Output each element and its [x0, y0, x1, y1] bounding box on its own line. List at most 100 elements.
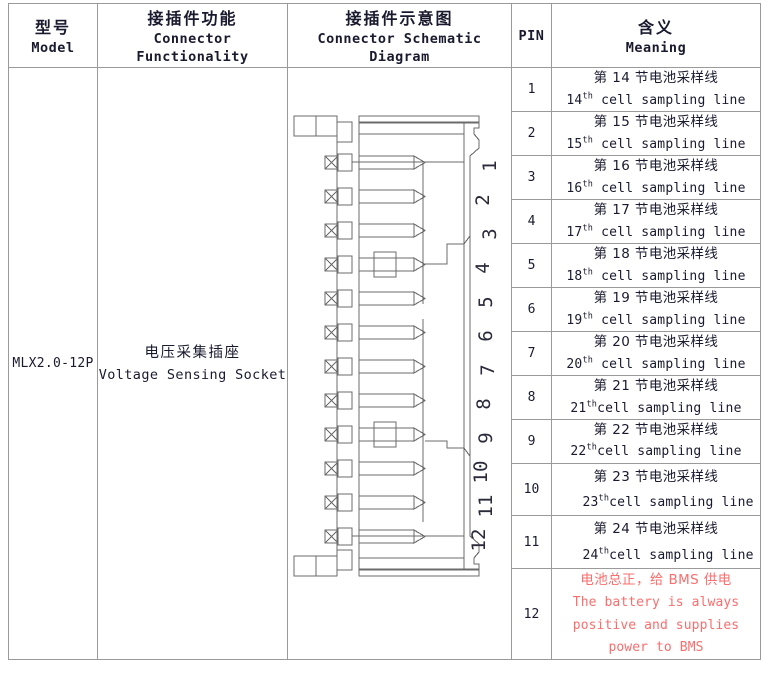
meaning-zh: 第 24 节电池采样线	[593, 521, 719, 538]
pin-row-4	[323, 243, 464, 278]
meaning-en-num: 21	[570, 400, 587, 416]
header-schematic-en: Connector Schematic Diagram	[317, 30, 482, 66]
diagram-pin-label-6: 6	[475, 330, 497, 341]
meaning-en: 14th cell sampling line	[552, 90, 760, 111]
table-header-row: 型号 Model 接插件功能 Connector Functionality 接…	[8, 2, 761, 69]
pin-row-2	[323, 187, 426, 206]
meaning-cell: 第 18 节电池采样线 18th cell sampling line	[551, 243, 761, 288]
meaning-en-rest: cell sampling line	[597, 444, 742, 460]
meaning-zh: 电池总正，给 BMS 供电	[580, 572, 732, 589]
meaning-en-sup: th	[598, 494, 610, 505]
diagram-pin-label-5: 5	[475, 296, 497, 307]
meaning-en: 22thcell sampling line	[552, 441, 760, 462]
pin-number: 1	[511, 67, 552, 113]
meaning-en: 17th cell sampling line	[552, 222, 760, 243]
meaning-en-num: 18	[566, 268, 583, 284]
header-connector-schematic: 接插件示意图 Connector Schematic Diagram	[287, 2, 512, 69]
diagram-pin-label-4: 4	[472, 262, 494, 273]
meaning-cell: 第 15 节电池采样线 15th cell sampling line	[551, 111, 761, 157]
meaning-en-num: 20	[566, 356, 583, 372]
diagram-pin-label-12: 12	[468, 528, 490, 551]
meaning-cell: 第 24 节电池采样线 24thcell sampling line	[551, 515, 761, 570]
diagram-pin-label-10: 10	[470, 460, 492, 483]
header-pin: PIN	[511, 2, 552, 69]
header-meaning: 含义 Meaning	[551, 2, 761, 69]
meaning-en: The battery is always positive and suppl…	[572, 595, 740, 656]
meaning-en-sup: th	[582, 355, 594, 366]
meaning-en-rest: cell sampling line	[593, 224, 746, 240]
meaning-cell: 第 22 节电池采样线 22thcell sampling line	[551, 418, 761, 464]
meaning-cell: 第 21 节电池采样线 21thcell sampling line	[551, 374, 761, 420]
pin-row-5	[323, 289, 426, 308]
pin-number: 9	[511, 418, 552, 464]
meaning-en: 20th cell sampling line	[552, 354, 760, 375]
pin-row-11	[323, 493, 426, 512]
meaning-zh: 第 15 节电池采样线	[593, 114, 719, 131]
meaning-en: 16th cell sampling line	[552, 178, 760, 199]
header-schematic-zh: 接插件示意图	[345, 9, 454, 28]
meaning-en: 24thcell sampling line	[558, 548, 754, 564]
meaning-en-num: 24	[582, 548, 599, 564]
meaning-cell: 第 14 节电池采样线 14th cell sampling line	[551, 67, 761, 113]
meaning-en-rest: cell sampling line	[593, 356, 746, 372]
table-row: 7 第 20 节电池采样线 20th cell sampling line	[9, 330, 761, 376]
pin-row-1	[323, 153, 464, 172]
function-label-en: Voltage Sensing Socket	[98, 366, 287, 383]
meaning-en-sup: th	[586, 399, 598, 410]
table-row: 12 电池总正，给 BMS 供电 The battery is always p…	[9, 568, 761, 661]
table-row: 9 第 22 节电池采样线 22thcell sampling line	[9, 418, 761, 464]
pin-row-3	[323, 221, 426, 240]
pin-number: 6	[511, 286, 552, 332]
pin-row-12	[323, 527, 464, 546]
model-cell: MLX2.0-12P	[8, 67, 98, 661]
pin-number: 12	[511, 568, 552, 661]
meaning-en-rest: cell sampling line	[597, 400, 742, 416]
diagram-pin-label-7: 7	[477, 364, 499, 375]
meaning-cell: 第 16 节电池采样线 16th cell sampling line	[551, 155, 761, 201]
header-pin-label: PIN	[518, 27, 545, 44]
header-functionality-en: Connector Functionality	[136, 30, 249, 66]
meaning-en-num: 22	[570, 444, 587, 460]
meaning-en: 19th cell sampling line	[552, 310, 760, 331]
meaning-en-rest: cell sampling line	[593, 93, 746, 109]
function-label-zh: 电压采集插座	[144, 344, 241, 361]
meaning-zh: 第 17 节电池采样线	[593, 202, 719, 219]
pin-number: 4	[511, 199, 552, 244]
table-row: 2 第 15 节电池采样线 15th cell sampling line	[9, 111, 761, 157]
diagram-pin-label-9: 9	[475, 432, 497, 443]
meaning-cell: 第 23 节电池采样线 23thcell sampling line	[551, 462, 761, 517]
header-model-en: Model	[31, 40, 75, 57]
meaning-en-sup: th	[582, 311, 594, 322]
header-meaning-zh: 含义	[637, 18, 674, 38]
pin-number-labels: 1 2 3 4 5 6 7 8 9 10 11 12	[468, 160, 501, 551]
table-row: 10 第 23 节电池采样线 23thcell sampling line	[9, 462, 761, 517]
meaning-en-rest: cell sampling line	[609, 548, 754, 564]
pin-row-8	[323, 391, 426, 410]
meaning-en-num: 23	[582, 495, 599, 511]
diagram-pin-label-1: 1	[479, 160, 501, 171]
meaning-en-num: 14	[566, 93, 583, 109]
pin-number: 7	[511, 330, 552, 376]
meaning-en-rest: cell sampling line	[609, 495, 754, 511]
pin-number: 10	[511, 462, 552, 517]
function-cell: 电压采集插座 Voltage Sensing Socket	[97, 67, 288, 661]
pin-number: 8	[511, 374, 552, 420]
meaning-en-sup: th	[582, 267, 594, 278]
table-row: 5 第 18 节电池采样线 18th cell sampling line	[9, 243, 761, 288]
meaning-zh: 第 22 节电池采样线	[593, 421, 719, 438]
meaning-cell: 第 19 节电池采样线 19th cell sampling line	[551, 286, 761, 332]
meaning-en: 15th cell sampling line	[552, 134, 760, 155]
pin-number: 3	[511, 155, 552, 201]
meaning-cell: 第 20 节电池采样线 20th cell sampling line	[551, 330, 761, 376]
meaning-en-sup: th	[582, 135, 594, 146]
header-model-zh: 型号	[34, 18, 71, 38]
meaning-en-sup: th	[582, 223, 594, 234]
meaning-en-num: 16	[566, 181, 583, 197]
meaning-en-rest: cell sampling line	[593, 181, 746, 197]
meaning-en-num: 17	[566, 224, 583, 240]
pin-row-6	[323, 323, 426, 342]
meaning-en-rest: cell sampling line	[593, 137, 746, 153]
diagram-pin-label-8: 8	[473, 398, 495, 409]
pin-row-7	[323, 357, 426, 376]
meaning-en-num: 15	[566, 137, 583, 153]
